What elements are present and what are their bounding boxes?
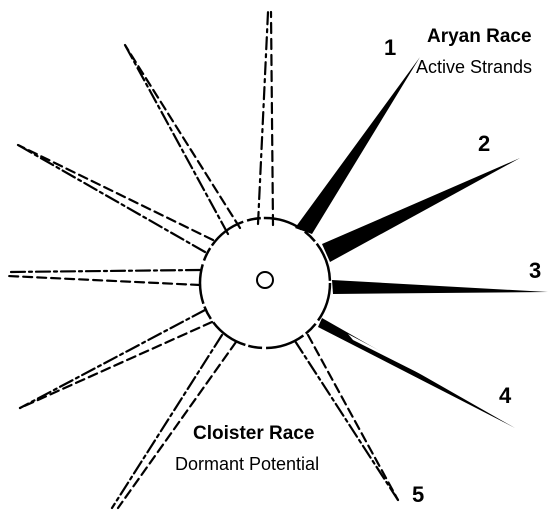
active-group-title: Aryan Race — [427, 26, 532, 47]
strand-number-4: 4 — [499, 383, 512, 408]
active-strand-4 — [318, 318, 515, 428]
dormant-strand-dl-a — [110, 333, 224, 510]
strand-number-2: 2 — [478, 131, 491, 156]
center-dot — [256, 271, 274, 289]
dormant-strand-left-b — [6, 274, 202, 287]
dormant-strand-ul2-a — [16, 143, 207, 254]
dormant-group-subtitle: Dormant Potential — [175, 454, 320, 474]
dormant-strands — [6, 10, 400, 510]
active-strand-4-core — [348, 334, 500, 414]
active-group-subtitle: Active Strands — [416, 57, 533, 77]
dormant-strand-ul1-b — [123, 43, 242, 230]
strand-number-5: 5 — [412, 482, 425, 507]
central-circle — [198, 216, 332, 350]
dormant-strand-dl-b — [116, 340, 238, 510]
active-strand-2 — [322, 158, 520, 262]
dormant-group-title: Cloister Race — [193, 423, 315, 444]
dormant-strand-5-b — [306, 333, 400, 502]
strand-number-3: 3 — [529, 258, 542, 283]
dormant-strand-ll-b — [18, 320, 214, 410]
dormant-strand-left-a — [6, 268, 202, 274]
strand-number-1: 1 — [384, 35, 397, 60]
dormant-strand-up-a — [256, 10, 270, 226]
active-strand-3 — [332, 280, 548, 294]
dormant-strand-5-a — [293, 339, 400, 502]
dormant-strand-ll-a — [18, 308, 207, 410]
dormant-strand-up-b — [269, 10, 275, 227]
dormant-strand-ul1-a — [123, 43, 230, 236]
dormant-strand-ul2-b — [16, 143, 215, 242]
active-strand-1 — [295, 57, 420, 234]
